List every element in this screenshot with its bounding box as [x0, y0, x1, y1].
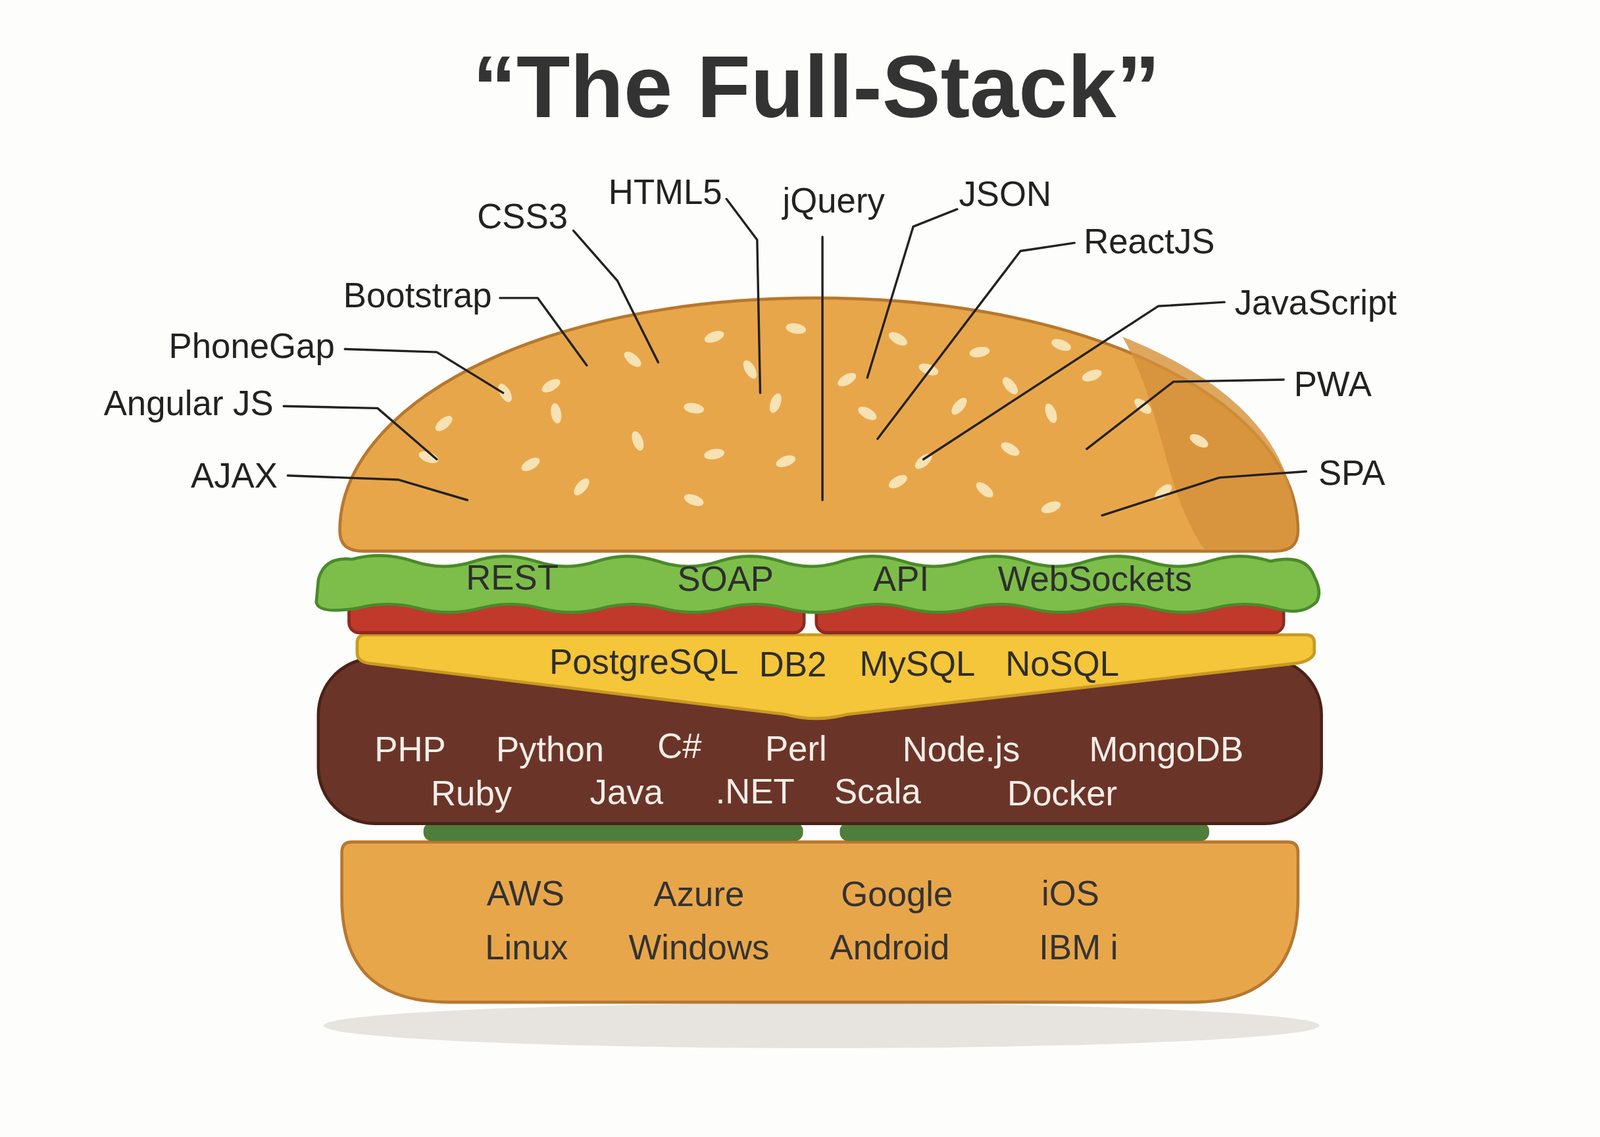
sesame-seed: [767, 391, 784, 414]
callout-label: SPA: [1318, 455, 1386, 491]
leader-line: [344, 348, 503, 393]
layer-item: SOAP: [677, 561, 775, 597]
sesame-seed: [682, 491, 705, 508]
top-bun-shape: [339, 298, 1298, 552]
sesame-seed: [1000, 374, 1022, 397]
callout-label: PhoneGap: [169, 328, 335, 364]
cheese-layer: PostgreSQL DB2 MySQL NoSQL: [357, 634, 1315, 722]
sesame-seed: [629, 429, 647, 452]
diagram-title: “The Full-Stack”: [472, 42, 1160, 131]
layer-item: .NET: [715, 773, 795, 809]
leader-line: [821, 236, 824, 500]
sesame-seed: [917, 361, 940, 378]
sesame-seed: [1042, 401, 1060, 425]
layer-item: Java: [590, 774, 664, 810]
bun-shading: [1122, 336, 1297, 550]
leader-line: [573, 230, 659, 363]
bottom-bun: AWS Azure Google iOS Linux Windows Android IBM …: [342, 842, 1299, 1003]
layer-item: REST: [465, 560, 559, 596]
sesame-seed: [1050, 336, 1073, 354]
sesame-seed: [703, 447, 725, 462]
leader-line: [726, 198, 760, 393]
lettuce-layer: REST SOAP API WebSockets: [314, 551, 1317, 613]
cheese-shape: [357, 634, 1315, 719]
layer-item: WebSockets: [998, 561, 1193, 597]
sesame-seed: [784, 321, 807, 336]
leader-line: [1086, 379, 1284, 449]
callout-label: AJAX: [190, 457, 278, 493]
leader-line: [1101, 471, 1306, 516]
sesame-seed: [740, 357, 760, 381]
sesame-seed: [1187, 431, 1211, 451]
layer-item: IBM i: [1038, 929, 1118, 965]
layer-item: PostgreSQL: [549, 644, 739, 679]
shadow: [323, 1003, 1320, 1049]
layer-item: MySQL: [859, 646, 975, 681]
layer-item: Python: [496, 731, 604, 767]
callout-label: Bootstrap: [343, 277, 493, 313]
sesame-seed: [968, 345, 991, 360]
layer-item: iOS: [1041, 875, 1100, 911]
layer-item: MongoDB: [1089, 731, 1245, 767]
sesame-seed: [973, 479, 997, 501]
sesame-seed: [1080, 367, 1103, 384]
layer-item: API: [873, 561, 929, 597]
callout-label: HTML5: [608, 174, 723, 210]
patty-layer: PHP Python C# Perl Node.js MongoDB Ruby Java .NE…: [318, 657, 1322, 824]
layer-item: NoSQL: [1005, 646, 1120, 681]
leader-line: [283, 405, 437, 460]
layer-item: Perl: [765, 730, 827, 766]
layer-item: Google: [840, 876, 953, 912]
sesame-seed: [519, 454, 543, 474]
sesame-seed: [855, 403, 879, 424]
callout-label: CSS3: [476, 198, 568, 234]
sesame-seed: [549, 402, 564, 425]
callout-label: Angular JS: [103, 385, 274, 421]
sesame-seed: [774, 452, 797, 470]
sesame-seed: [886, 328, 910, 349]
bottom-bun-shape: [342, 842, 1299, 1003]
layer-item: PHP: [374, 731, 446, 767]
callout-label: PWA: [1294, 366, 1372, 402]
callout-label: JavaScript: [1234, 284, 1397, 320]
layer-item: Azure: [653, 876, 745, 912]
lettuce-shape: [316, 555, 1320, 612]
green-strip: [423, 822, 804, 841]
layer-item: Node.js: [902, 731, 1021, 767]
sesame-seed: [621, 348, 645, 370]
sesame-seed: [948, 394, 970, 418]
layer-item: C#: [657, 728, 702, 764]
sesame-seed: [539, 376, 563, 396]
callout-label: JSON: [958, 176, 1052, 212]
leader-line: [500, 298, 587, 366]
layer-item: Linux: [484, 929, 568, 965]
layer-item: AWS: [486, 875, 565, 911]
callout-label: jQuery: [782, 182, 885, 218]
sesame-seed: [682, 401, 705, 416]
leader-line: [287, 475, 468, 500]
callout-label: ReactJS: [1083, 223, 1215, 259]
green-strip: [839, 822, 1209, 841]
sesame-seed: [886, 472, 910, 492]
sesame-seed: [835, 370, 859, 390]
sesame-seed: [1039, 498, 1062, 516]
layer-item: Ruby: [430, 775, 512, 811]
sesame-seed: [998, 439, 1022, 459]
layer-item: DB2: [759, 646, 827, 682]
layer-item: Scala: [834, 773, 922, 809]
layer-item: Docker: [1007, 775, 1118, 811]
sesame-seed: [432, 413, 456, 435]
sesame-seed: [571, 475, 593, 499]
layer-item: Windows: [628, 929, 770, 965]
sesame-seed: [702, 328, 725, 345]
layer-item: Android: [830, 929, 950, 965]
sesame-seed: [495, 381, 515, 405]
leader-lines: [283, 198, 1306, 516]
leader-line: [877, 242, 1075, 439]
